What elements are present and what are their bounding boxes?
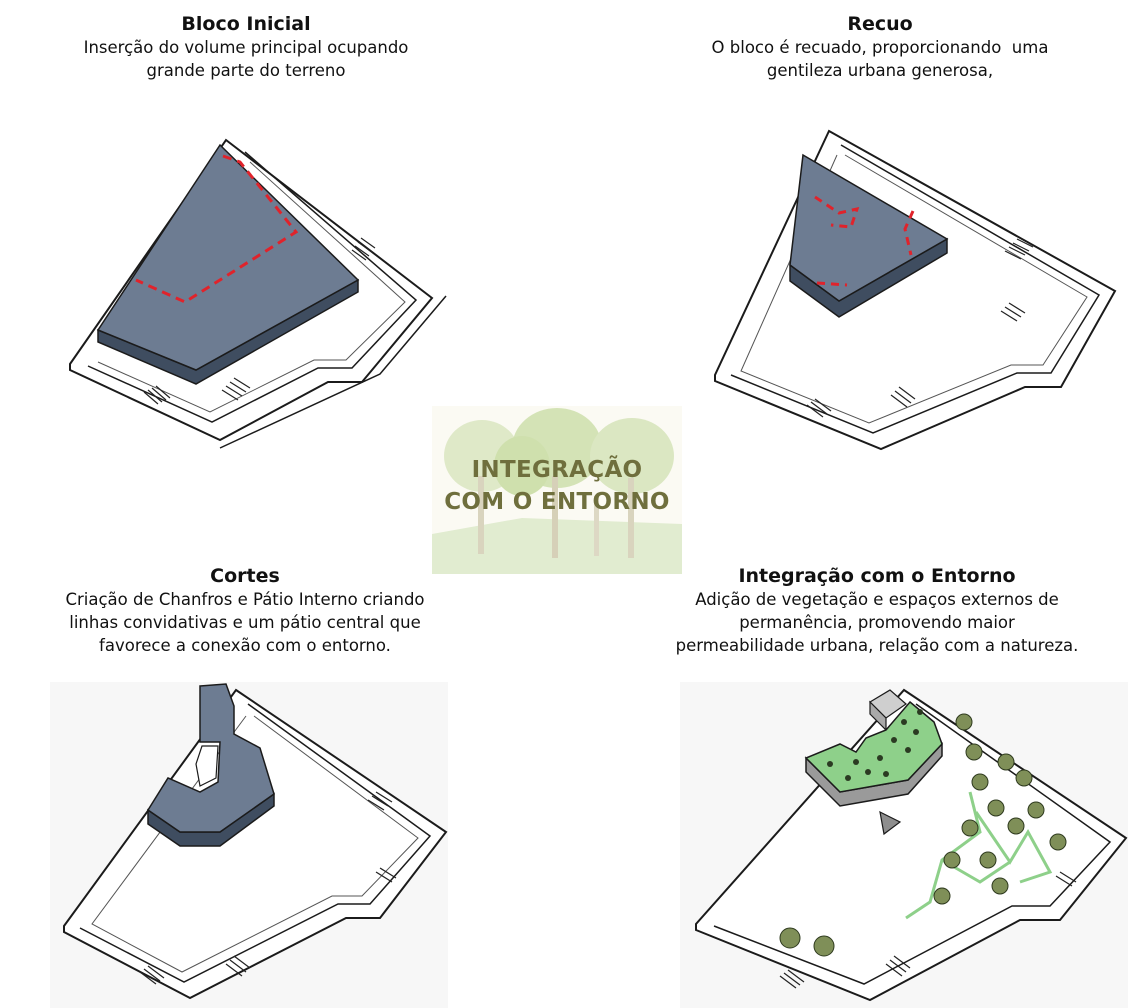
curb-line	[79, 703, 432, 983]
site-outline	[714, 129, 1117, 451]
crosswalk	[143, 237, 376, 405]
crosswalk	[139, 791, 397, 985]
curb-line	[740, 154, 1088, 424]
caption-bloco-inicial: Bloco Inicial Inserção do volume princip…	[20, 12, 472, 82]
step-description-line: Adição de vegetação e espaços externos d…	[695, 590, 1059, 609]
badge-line: INTEGRAÇÃO	[471, 457, 643, 483]
forest-illustration	[432, 406, 682, 574]
cut-line	[814, 195, 860, 229]
site-outline	[695, 688, 1128, 1002]
step-description-line: permanência, promovendo maior	[739, 613, 1015, 632]
step-title: Cortes	[210, 565, 280, 587]
cut-line	[135, 154, 299, 304]
street-trees	[779, 713, 1067, 957]
step-description-line: linhas convidativas e um pátio central q…	[69, 613, 421, 632]
caption-cortes: Cortes Criação de Chanfros e Pátio Inter…	[0, 564, 490, 657]
cut-line	[903, 210, 915, 256]
step-title: Recuo	[847, 13, 913, 35]
green-roof	[804, 700, 943, 793]
roof-shrubs	[827, 709, 923, 781]
cut-line	[816, 281, 848, 287]
step-description-line: Inserção do volume principal ocupando	[83, 38, 409, 57]
building-volume-top	[789, 153, 949, 302]
site-outline	[63, 688, 448, 1000]
diagram-cortes	[50, 682, 448, 1008]
building-volume-top	[96, 143, 360, 371]
diagram-integracao	[680, 682, 1128, 1008]
curb-line	[87, 151, 418, 423]
street-line	[219, 295, 447, 449]
caption-integracao: Integração com o Entorno Adição de veget…	[615, 564, 1139, 657]
courtyard	[195, 745, 219, 787]
step-description-line: permeabilidade urbana, relação com a nat…	[675, 636, 1079, 655]
badge-text: INTEGRAÇÃO COM O ENTORNO	[432, 454, 682, 518]
step-title: Bloco Inicial	[181, 13, 311, 35]
curb-line	[730, 144, 1101, 434]
badge-line: COM O ENTORNO	[444, 489, 670, 515]
landscape-path	[974, 811, 1053, 884]
integration-badge: INTEGRAÇÃO COM O ENTORNO	[432, 406, 682, 574]
step-title: Integração com o Entorno	[738, 565, 1016, 587]
step-description-line: grande parte do terreno	[146, 61, 346, 80]
step-description-line: favorece a conexão com o entorno.	[99, 636, 391, 655]
diagram-bloco-inicial	[60, 130, 450, 450]
step-description-line: Criação de Chanfros e Pátio Interno cria…	[65, 590, 425, 609]
step-description-line: gentileza urbana generosa,	[766, 61, 994, 80]
curb-line	[713, 703, 1112, 985]
crosswalk	[806, 238, 1034, 418]
caption-recuo: Recuo O bloco é recuado, proporcionando …	[650, 12, 1110, 82]
diagram-recuo	[705, 125, 1120, 455]
step-description-line: O bloco é recuado, proporcionando uma	[711, 38, 1049, 57]
building-volume-top	[146, 683, 275, 833]
curb-line	[91, 715, 419, 973]
triangular-bench	[879, 810, 902, 836]
curb-line	[97, 161, 406, 413]
crosswalk	[779, 871, 1077, 989]
